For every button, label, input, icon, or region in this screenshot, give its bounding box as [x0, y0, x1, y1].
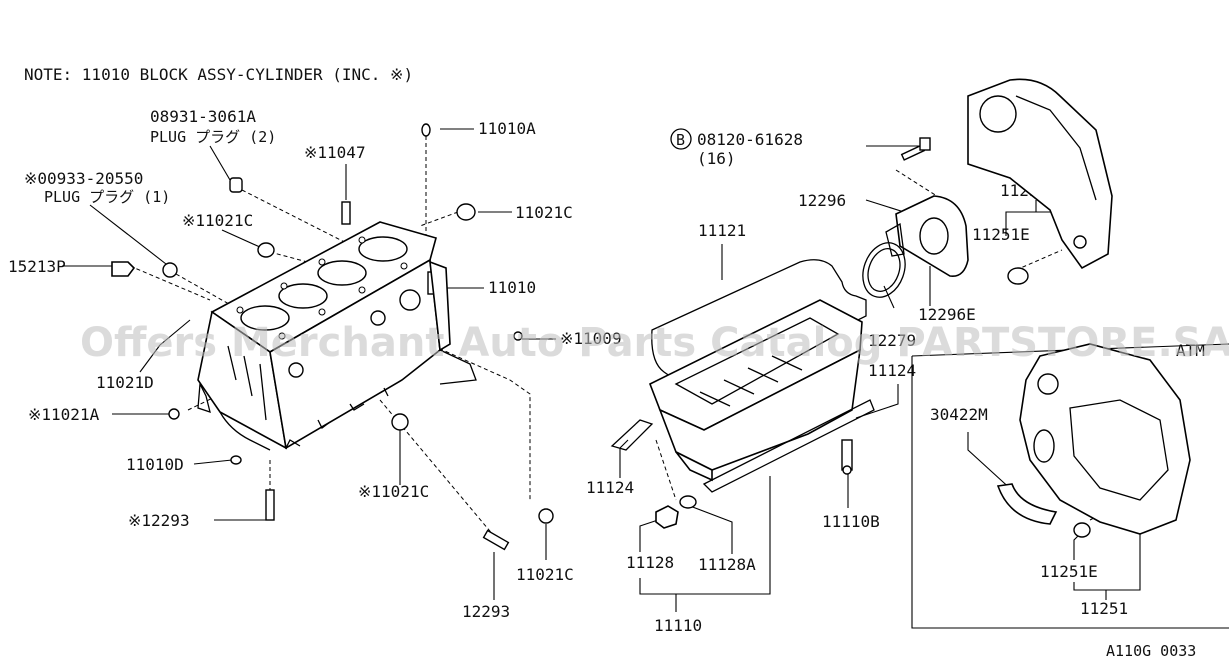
label-11021C-bottom: 11021C [516, 565, 574, 584]
bolt-type-b-icon [670, 128, 692, 150]
oil-pan [610, 137, 969, 529]
label-12293: 12293 [462, 602, 510, 621]
label-11021C-lower: ※11021C [358, 482, 429, 501]
bore-1-icon [240, 305, 290, 331]
label-11124-right: 11124 [868, 361, 916, 380]
label-12296: 12296 [798, 191, 846, 210]
bore-2-icon [278, 283, 328, 309]
cylinder-block [111, 123, 554, 551]
label-11009: ※11009 [560, 329, 622, 348]
label-11047: ※11047 [304, 143, 366, 162]
label-15213P: 15213P [8, 257, 66, 276]
label-b-circle: B [676, 131, 685, 149]
label-00933-20550: ※00933-20550 [24, 169, 143, 188]
label-11121: 11121 [698, 221, 746, 240]
label-11010D: 11010D [126, 455, 184, 474]
label-12296E: 12296E [918, 305, 976, 324]
label-11010A: 11010A [478, 119, 536, 138]
label-11110B: 11110B [822, 512, 880, 531]
label-11110: 11110 [654, 616, 702, 635]
bore-4-icon [358, 236, 408, 262]
bore-3-icon [317, 260, 367, 286]
label-11124-left: 11124 [586, 478, 634, 497]
label-12279: 12279 [868, 331, 916, 350]
label-11010: 11010 [488, 278, 536, 297]
label-30422M: 30422M [930, 405, 988, 424]
label-11251E-bottom: 11251E [1040, 562, 1098, 581]
label-plug-2: PLUG プラグ (2) [150, 128, 276, 146]
rear-plate-atm [996, 343, 1191, 538]
label-11251-bottom: 11251 [1080, 599, 1128, 618]
label-11128A: 11128A [698, 555, 756, 574]
rear-plate-top [967, 78, 1113, 285]
label-plug-1: PLUG プラグ (1) [44, 188, 170, 206]
label-08120-61628: 08120-61628 [697, 130, 803, 149]
label-11021D: 11021D [96, 373, 154, 392]
label-11251E-top: 11251E [972, 225, 1030, 244]
label-11021C-upper-right: 11021C [515, 203, 573, 222]
label-11021C-upper-left: ※11021C [182, 211, 253, 230]
label-11128: 11128 [626, 553, 674, 572]
label-11021A: ※11021A [28, 405, 100, 424]
label-qty-16: (16) [697, 149, 736, 168]
note-text: NOTE: 11010 BLOCK ASSY-CYLINDER (INC. ※) [24, 65, 413, 84]
watermark-text: Offers Merchant Auto Parts Catalog PARTS… [80, 320, 1229, 366]
label-08931-3061A: 08931-3061A [150, 107, 256, 126]
diagram-code: A110G 0033 [1106, 642, 1196, 660]
label-12293-star: ※12293 [128, 511, 190, 530]
